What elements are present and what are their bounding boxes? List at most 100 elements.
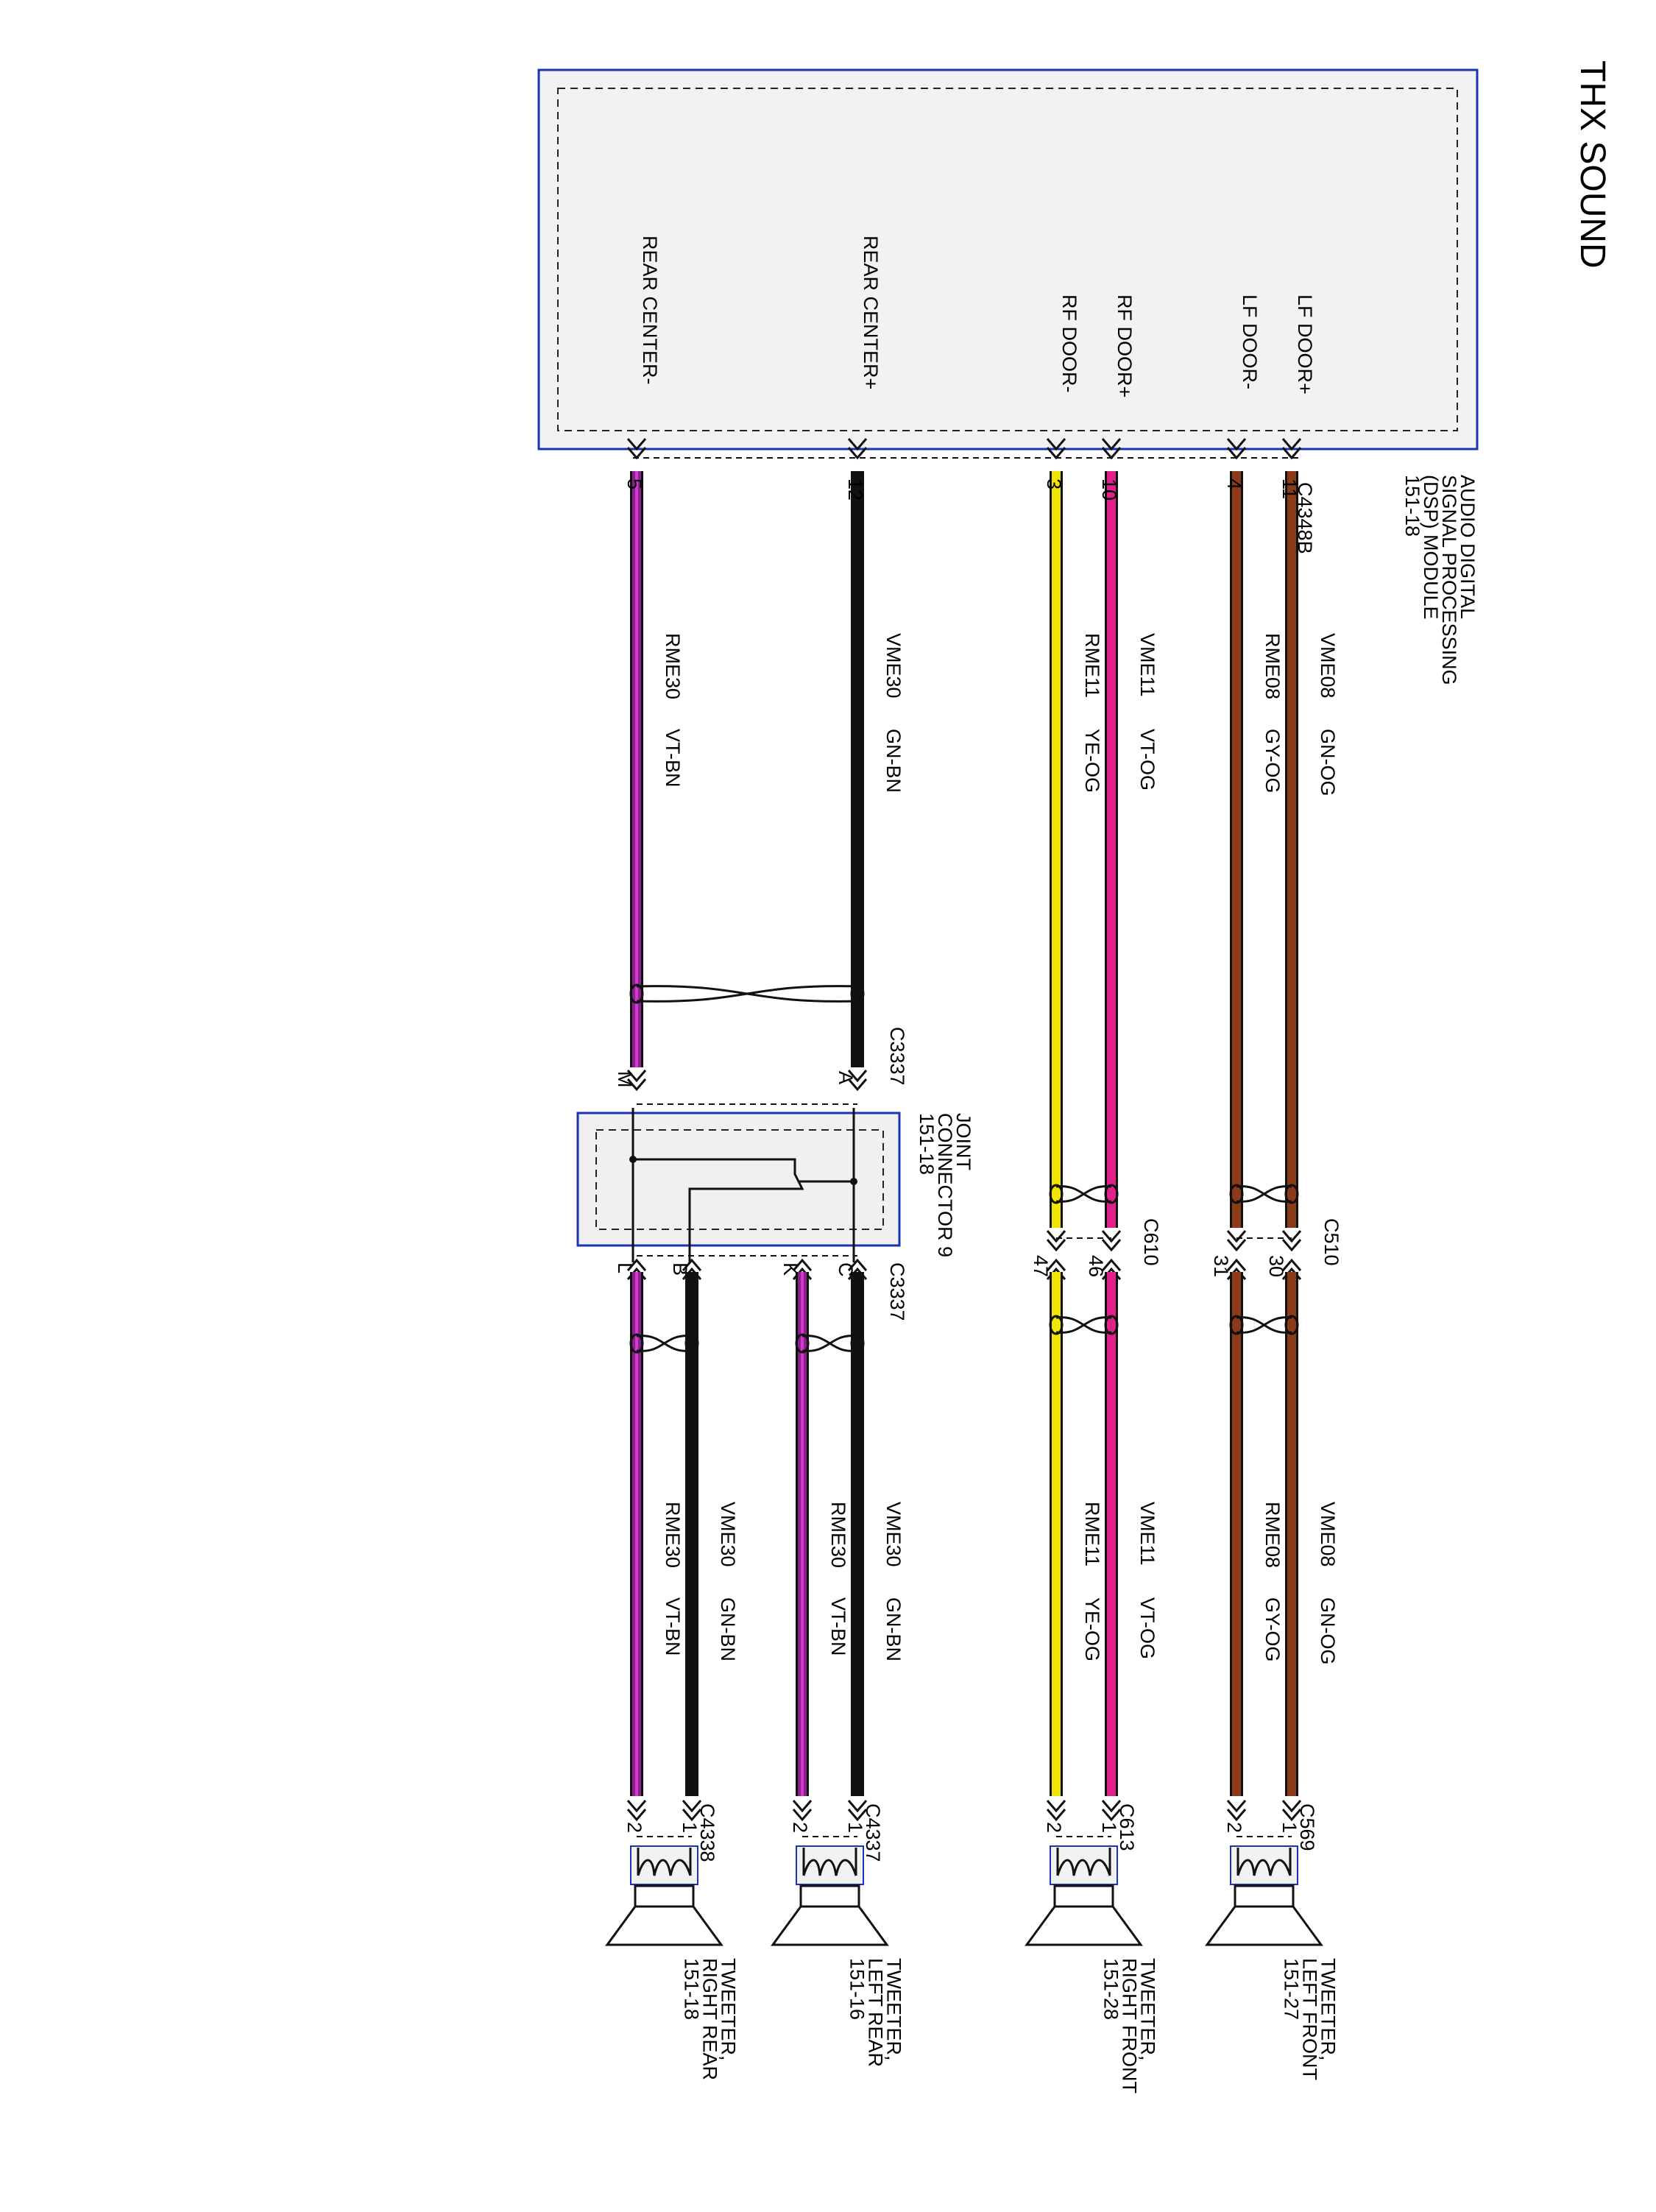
- dsp-module-name-4: 151-18: [1401, 475, 1423, 537]
- circuit-lf_pos-bottom-0: VME08: [1317, 1502, 1339, 1567]
- dsp-module-name-1: AUDIO DIGITAL: [1457, 475, 1479, 619]
- dsp-module-inner-dashed: [557, 88, 1458, 431]
- module-pin-number-lf_neg: 4: [1223, 478, 1245, 490]
- speaker-2-connector: C4337: [862, 1803, 884, 1862]
- term-spk-a-rf_neg: [1046, 1800, 1066, 1822]
- speaker-0-name-1: TWEETER,: [1317, 1958, 1340, 2061]
- color-code-rf_pos-bottom-2: VT-OG: [1136, 1597, 1158, 1659]
- term-c3337-a: [847, 1070, 868, 1092]
- c3337-pin-l: L: [614, 1262, 636, 1273]
- dsp-module-box: [537, 68, 1479, 450]
- speaker-3-coil: [637, 1848, 692, 1876]
- speaker-1-magnet: [1053, 1884, 1114, 1908]
- module-pin-label-rf_neg: RF DOOR-: [1058, 294, 1080, 392]
- joint-connector-name-2: CONNECTOR 9: [934, 1113, 956, 1257]
- speaker-1: [1025, 1845, 1143, 1946]
- twist-lf-2-loop-a: [1229, 1315, 1244, 1335]
- twist-rf-1-loop-a: [1049, 1184, 1064, 1204]
- c610-pin-46: 46: [1085, 1255, 1107, 1277]
- speaker-0-cone: [1205, 1905, 1323, 1946]
- speaker-0-connector: C569: [1296, 1803, 1318, 1851]
- speaker-1-connector: C613: [1116, 1803, 1138, 1851]
- twist-lf-2: [1236, 1316, 1292, 1334]
- c510-pin-31: 31: [1210, 1255, 1232, 1277]
- c510-name: C510: [1320, 1218, 1342, 1266]
- twist-rear-trunk-loop-a: [629, 983, 644, 1004]
- joint-connector-name-1: JOINT: [952, 1113, 974, 1170]
- color-code-rc_pos-bottom-6: GN-BN: [717, 1597, 739, 1661]
- circuit-rc_neg-bottom-7: RME30: [662, 1502, 684, 1568]
- term-spk-a-lf_neg: [1226, 1800, 1247, 1822]
- joint-node-1: [850, 1178, 857, 1185]
- color-code-lf_neg-top: GY-OG: [1262, 729, 1284, 794]
- speaker-2: [771, 1845, 889, 1946]
- c510-pin-30: 30: [1265, 1255, 1287, 1277]
- term-c610-a-rf_neg: [1046, 1230, 1066, 1252]
- speaker-2-pin-2: 2: [789, 1822, 811, 1833]
- speaker-1-pin-2: 2: [1043, 1822, 1065, 1833]
- module-pin-number-rf_neg: 3: [1043, 478, 1065, 490]
- joint-connector-name-3: 151-18: [916, 1113, 938, 1175]
- dsp-module: AUDIO DIGITAL SIGNAL PROCESSING (DSP) MO…: [537, 68, 1479, 685]
- wire-rear-right-neg-stripe: [635, 1272, 638, 1796]
- twist-rear-trunk-loop-b: [850, 983, 865, 1004]
- twist-rear-right: [636, 1335, 693, 1352]
- speaker-1-name-2: RIGHT FRONT: [1119, 1958, 1141, 2093]
- term-spk-a-lf_pos: [1281, 1800, 1302, 1822]
- circuit-rc_pos-top: VME30: [882, 633, 905, 699]
- speaker-3: [605, 1845, 723, 1946]
- term-module-rf_pos: [1101, 438, 1122, 460]
- color-code-rc_neg-top: VT-BN: [662, 729, 684, 788]
- speaker-1-name-3: 151-28: [1100, 1958, 1122, 2020]
- wire-rf_neg-b: [1052, 1272, 1061, 1796]
- c3337-pin-m: M: [614, 1071, 636, 1088]
- joint-connector-box: [576, 1112, 901, 1247]
- term-spk-rear-3: [626, 1800, 647, 1822]
- circuit-lf_pos-top: VME08: [1317, 633, 1339, 699]
- module-pin-label-rc_neg: REAR CENTER-: [639, 236, 661, 385]
- wires: [626, 438, 1303, 1837]
- speaker-2-cone: [771, 1905, 889, 1946]
- color-code-rc_pos-bottom-4: GN-BN: [882, 1597, 905, 1661]
- dsp-module-name-3: (DSP) MODULE: [1420, 475, 1442, 620]
- speaker-2-coil: [802, 1848, 857, 1876]
- module-pin-label-rc_pos: REAR CENTER+: [860, 236, 882, 389]
- speaker-0-pin-2: 2: [1223, 1822, 1245, 1833]
- module-pin-label-rf_pos: RF DOOR+: [1114, 294, 1136, 397]
- color-code-rc_neg-bottom-5: VT-BN: [827, 1597, 849, 1656]
- term-spk-rear-2: [682, 1800, 702, 1822]
- twist-rear-left-loop-b: [850, 1333, 865, 1354]
- wire-rc_neg-a-stripe: [635, 471, 638, 1067]
- speaker-0-magnet: [1234, 1884, 1295, 1908]
- twist-rf-2-loop-a: [1049, 1315, 1064, 1335]
- speaker-0-pin-1: 1: [1278, 1822, 1301, 1833]
- c3337-pin-a: A: [835, 1071, 857, 1084]
- speaker-3-name-2: RIGHT REAR: [699, 1958, 721, 2080]
- joint-connector-inner-dashed: [595, 1129, 884, 1230]
- speaker-0-name-3: 151-27: [1281, 1958, 1303, 2020]
- wire-lf_neg-a: [1232, 471, 1241, 1228]
- wire-rf_neg-a: [1052, 471, 1061, 1228]
- wire-lf_neg-b: [1232, 1272, 1241, 1796]
- term-c610-a-rf_pos: [1101, 1230, 1122, 1252]
- circuit-lf_neg-bottom-1: RME08: [1262, 1502, 1284, 1568]
- joint-node-2: [629, 1156, 637, 1163]
- dsp-module-name-2: SIGNAL PROCESSING: [1438, 475, 1460, 685]
- circuit-rf_pos-bottom-2: VME11: [1136, 1502, 1158, 1566]
- term-c510-a-lf_pos: [1281, 1230, 1302, 1252]
- circuit-rc_neg-top: RME30: [662, 633, 684, 699]
- color-code-rf_neg-bottom-3: YE-OG: [1081, 1597, 1103, 1661]
- speaker-3-pin-2: 2: [623, 1822, 645, 1833]
- speaker-2-pin-1: 1: [844, 1822, 866, 1833]
- module-pin-label-lf_pos: LF DOOR+: [1294, 294, 1316, 395]
- c3337-pin-c: C: [835, 1262, 857, 1277]
- twist-rear-left-loop-a: [795, 1333, 810, 1354]
- twist-rf-1: [1055, 1185, 1112, 1203]
- twist-rear-left: [802, 1335, 858, 1352]
- diagram-title: THX SOUND: [1573, 60, 1612, 269]
- c3337-top-name: C3337: [886, 1027, 908, 1086]
- speaker-2-name-1: TWEETER,: [883, 1958, 905, 2061]
- speaker-3-cone: [605, 1905, 723, 1946]
